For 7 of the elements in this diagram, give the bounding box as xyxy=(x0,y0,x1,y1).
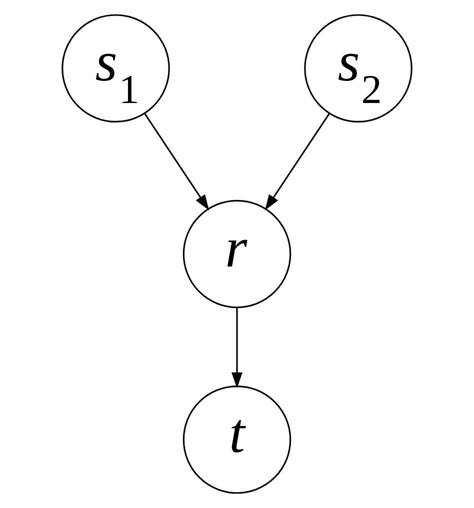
node-circle: s$_{2}$ xyxy=(304,14,412,122)
arrow xyxy=(264,113,330,210)
node-circle: r xyxy=(182,200,292,308)
node-circle: t xyxy=(182,386,292,494)
node-circle: s$_{1}$ xyxy=(62,14,170,122)
arrow xyxy=(144,113,210,210)
arrow xyxy=(231,308,243,388)
